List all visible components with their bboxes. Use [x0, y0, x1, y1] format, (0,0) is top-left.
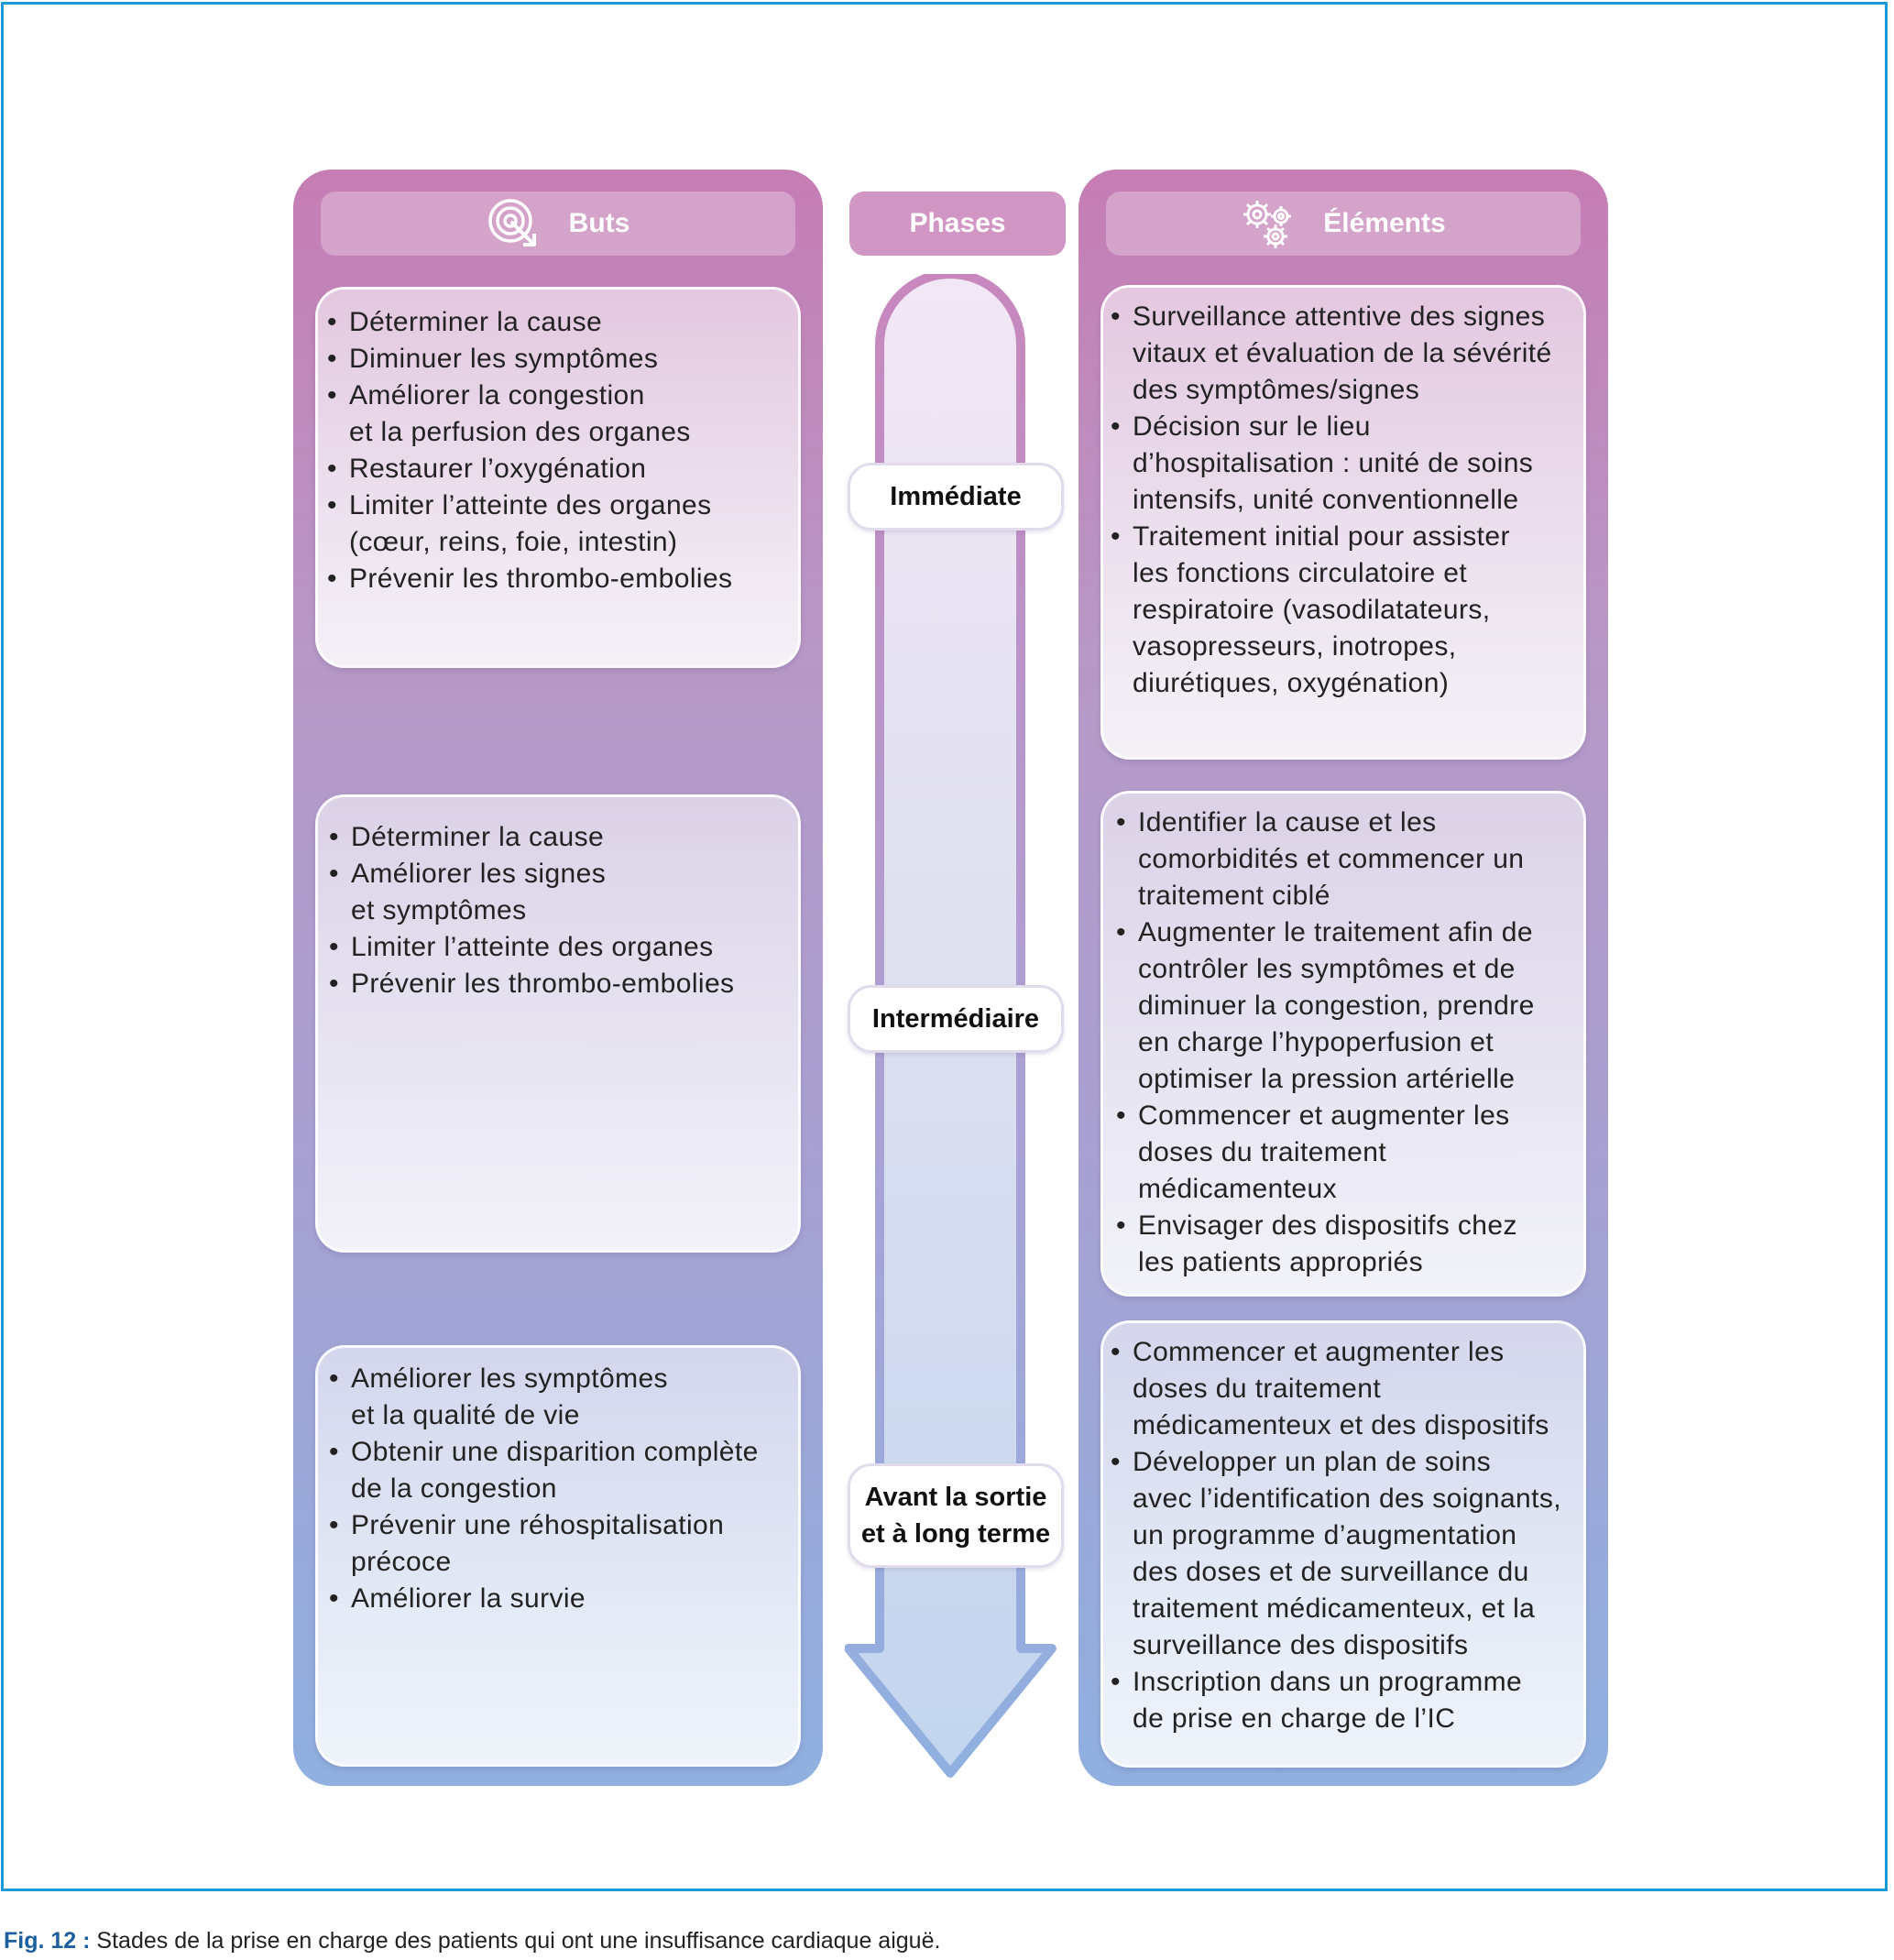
list-item: Inscription dans un programme de prise e…: [1109, 1664, 1583, 1737]
goals-list: Déterminer la causeAméliorer les signes …: [318, 797, 798, 1002]
list-item: Envisager des dispositifs chez les patie…: [1114, 1208, 1583, 1281]
list-item: Diminuer les symptômes: [325, 341, 798, 378]
gears-icon: [1241, 198, 1299, 249]
phases-header: Phases: [849, 192, 1066, 256]
list-item: Améliorer la congestion et la perfusion …: [325, 378, 798, 451]
list-item: Limiter l’atteinte des organes: [327, 929, 798, 966]
list-item: Améliorer les signes et symptômes: [327, 856, 798, 929]
list-item: Obtenir une disparition complète de la c…: [327, 1434, 798, 1507]
goals-card-long-term: Améliorer les symptômes et la qualité de…: [315, 1345, 801, 1767]
caption-label: Fig. 12 :: [4, 1928, 91, 1954]
list-item: Surveillance attentive des signes vitaux…: [1109, 299, 1583, 409]
elements-list: Identifier la cause et les comorbidités …: [1103, 794, 1583, 1281]
list-item: Limiter l’atteinte des organes (cœur, re…: [325, 487, 798, 561]
phase-long-term: Avant la sortie et à long terme: [848, 1463, 1064, 1568]
list-item: Prévenir les thrombo-embolies: [325, 561, 798, 597]
figure-frame: Buts Déterminer la causeDiminuer les sym…: [1, 2, 1888, 1891]
elements-header-label: Éléments: [1323, 208, 1446, 238]
list-item: Identifier la cause et les comorbidités …: [1114, 805, 1583, 914]
list-item: Développer un plan de soins avec l’ident…: [1109, 1444, 1583, 1664]
list-item: Améliorer la survie: [327, 1581, 798, 1617]
target-arrow-icon: [487, 195, 545, 252]
goals-column: Buts Déterminer la causeDiminuer les sym…: [293, 170, 823, 1786]
elements-list: Commencer et augmenter les doses du trai…: [1103, 1323, 1583, 1737]
elements-header: Éléments: [1106, 192, 1581, 256]
list-item: Augmenter le traitement afin de contrôle…: [1114, 914, 1583, 1098]
caption-text: Stades de la prise en charge des patient…: [90, 1928, 941, 1954]
elements-card-intermediate: Identifier la cause et les comorbidités …: [1100, 791, 1586, 1297]
list-item: Commencer et augmenter les doses du trai…: [1114, 1098, 1583, 1208]
list-item: Restaurer l’oxygénation: [325, 451, 798, 487]
list-item: Traitement initial pour assister les fon…: [1109, 519, 1583, 702]
goals-card-intermediate: Déterminer la causeAméliorer les signes …: [315, 794, 801, 1253]
elements-list: Surveillance attentive des signes vitaux…: [1103, 288, 1583, 702]
elements-card-long-term: Commencer et augmenter les doses du trai…: [1100, 1320, 1586, 1768]
elements-card-immediate: Surveillance attentive des signes vitaux…: [1100, 285, 1586, 760]
list-item: Décision sur le lieu d’hospitalisation :…: [1109, 409, 1583, 519]
list-item: Améliorer les symptômes et la qualité de…: [327, 1361, 798, 1434]
goals-header-label: Buts: [568, 208, 630, 238]
list-item: Prévenir une réhospitalisation précoce: [327, 1507, 798, 1581]
goals-list: Améliorer les symptômes et la qualité de…: [318, 1348, 798, 1617]
list-item: Déterminer la cause: [325, 304, 798, 341]
goals-list: Déterminer la causeDiminuer les symptôme…: [318, 290, 798, 597]
goals-card-immediate: Déterminer la causeDiminuer les symptôme…: [315, 287, 801, 668]
list-item: Commencer et augmenter les doses du trai…: [1109, 1334, 1583, 1444]
goals-header: Buts: [321, 192, 795, 256]
figure-caption: Fig. 12 : Stades de la prise en charge d…: [4, 1928, 940, 1955]
list-item: Déterminer la cause: [327, 819, 798, 856]
elements-column: Éléments Surveillance attentive des sign…: [1078, 170, 1608, 1786]
list-item: Prévenir les thrombo-embolies: [327, 966, 798, 1002]
phase-intermediate: Intermédiaire: [848, 985, 1064, 1053]
phase-immediate: Immédiate: [848, 463, 1064, 531]
